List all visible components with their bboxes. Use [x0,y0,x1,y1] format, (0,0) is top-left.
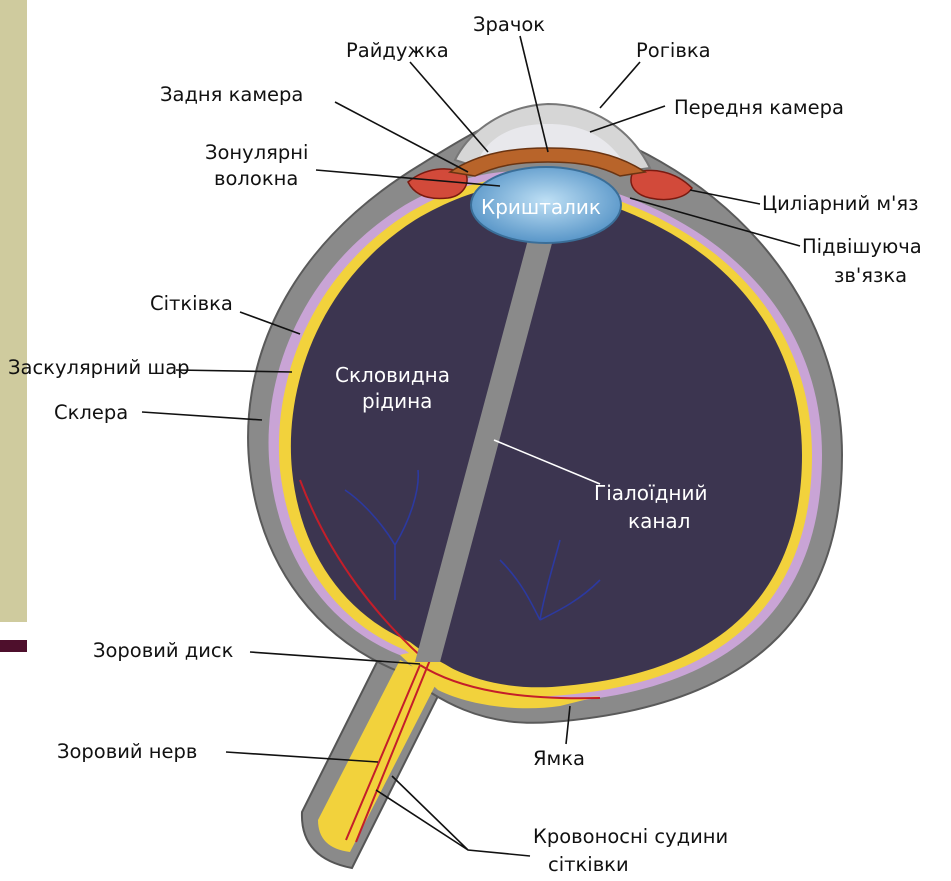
label-choroid: Заскулярний шар [8,356,190,379]
label-lens: Кришталик [481,195,601,219]
label-sclera: Склера [54,401,128,424]
label-optic-disc: Зоровий диск [93,639,234,662]
label-fovea: Ямка [533,747,585,770]
label-zonular-fibers-1: Зонулярні [205,141,308,164]
label-pupil: Зрачок [473,13,545,36]
label-suspensory-ligament-1: Підвішуюча [802,235,922,258]
label-anterior-chamber: Передня камера [674,96,844,119]
label-iris: Райдужка [346,39,449,62]
label-suspensory-ligament-2: зв'язка [834,264,907,287]
label-vitreous-1: Скловидна [335,363,450,387]
label-hyaloid-canal-2: канал [628,509,690,533]
label-vitreous-2: рідина [362,389,432,413]
label-cornea: Рогівка [636,39,711,62]
label-hyaloid-canal-1: Гіалоїдний [594,481,708,505]
label-ciliary-muscle: Циліарний м'яз [762,192,919,215]
label-retinal-vessels-2: сітківки [548,853,629,876]
label-posterior-chamber: Задня камера [160,83,303,106]
label-retinal-vessels-1: Кровоносні судини [533,825,728,848]
label-retina: Сітківка [150,292,233,315]
label-zonular-fibers-2: волокна [214,167,298,190]
label-optic-nerve: Зоровий нерв [57,740,197,763]
